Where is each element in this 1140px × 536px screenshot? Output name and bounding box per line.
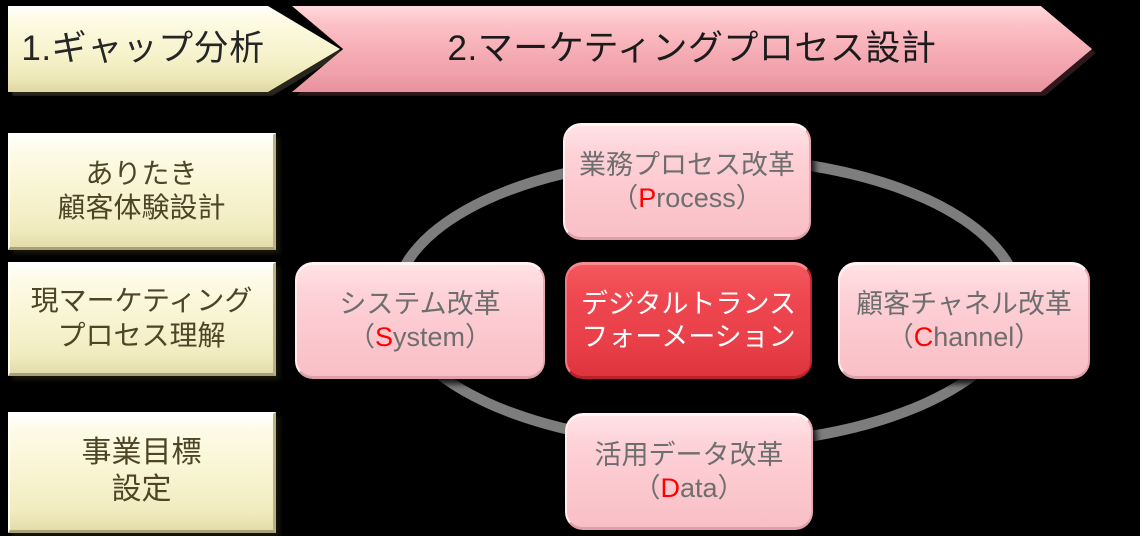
- node-system-reform-title: システム改革: [339, 288, 501, 319]
- node-process-reform-title: 業務プロセス改革: [579, 149, 795, 180]
- chevron-shape-cream: [8, 6, 340, 92]
- header-step-marketing-process-design-label: 2.マーケティングプロセス設計: [447, 28, 937, 68]
- node-system-reform-subtitle: （System）: [348, 321, 492, 354]
- chevron-shape-pink: [292, 6, 1092, 92]
- text-line-1: 事業目標: [81, 436, 202, 470]
- text-line-2: 顧客体験設計: [57, 192, 226, 223]
- paren-open: （: [633, 472, 661, 503]
- node-process-reform-subtitle: （Process）: [611, 182, 763, 215]
- text-line-1: 現マーケティング: [30, 285, 253, 317]
- text-line-2: プロセス理解: [57, 319, 226, 351]
- paren-open: （: [886, 321, 914, 352]
- node-digital-transformation-line-1: デジタルトランス: [581, 288, 796, 319]
- initial-letter: S: [374, 321, 393, 352]
- node-data-utilization-reform-subtitle: （Data）: [633, 472, 744, 505]
- left-box-current-marketing-process-text: 現マーケティング プロセス理解: [31, 284, 253, 352]
- word-rest: hannel: [933, 321, 1015, 352]
- word-rest: rocess: [656, 182, 736, 213]
- paren-open: （: [611, 182, 639, 213]
- node-data-utilization-reform[interactable]: 活用データ改革 （Data）: [565, 413, 813, 530]
- word-rest: ata: [679, 472, 718, 503]
- paren-close: ）: [1014, 321, 1042, 352]
- text-line-2: 設定: [111, 473, 172, 506]
- left-box-expected-cx-design-text: ありたき 顧客体験設計: [57, 157, 225, 225]
- left-box-current-marketing-process[interactable]: 現マーケティング プロセス理解: [8, 262, 276, 376]
- left-box-business-goal-setting[interactable]: 事業目標 設定: [8, 412, 276, 533]
- header-step-marketing-process-design[interactable]: 2.マーケティングプロセス設計: [292, 6, 1096, 96]
- node-digital-transformation-line-2: フォーメーション: [581, 321, 796, 352]
- node-customer-channel-reform-title: 顧客チャネル改革: [856, 288, 1072, 319]
- left-box-expected-cx-design[interactable]: ありたき 顧客体験設計: [8, 133, 276, 250]
- word-rest: ystem: [393, 321, 466, 352]
- initial-letter: C: [913, 321, 934, 352]
- header-step-gap-analysis[interactable]: 1.ギャップ分析: [8, 6, 344, 96]
- node-digital-transformation[interactable]: デジタルトランス フォーメーション: [565, 262, 812, 379]
- paren-close: ）: [717, 472, 745, 503]
- initial-letter: D: [660, 472, 680, 503]
- paren-close: ）: [735, 182, 763, 213]
- node-system-reform[interactable]: システム改革 （System）: [295, 262, 545, 379]
- node-customer-channel-reform[interactable]: 顧客チャネル改革 （Channel）: [838, 262, 1090, 379]
- left-box-business-goal-setting-text: 事業目標 設定: [82, 435, 202, 508]
- paren-open: （: [347, 321, 375, 352]
- node-customer-channel-reform-subtitle: （Channel）: [887, 321, 1042, 354]
- paren-close: ）: [465, 321, 493, 352]
- node-process-reform[interactable]: 業務プロセス改革 （Process）: [563, 123, 811, 240]
- text-line-1: ありたき: [85, 157, 198, 189]
- header-step-gap-analysis-label: 1.ギャップ分析: [21, 28, 265, 68]
- node-data-utilization-reform-title: 活用データ改革: [594, 439, 784, 470]
- initial-letter: P: [638, 182, 657, 213]
